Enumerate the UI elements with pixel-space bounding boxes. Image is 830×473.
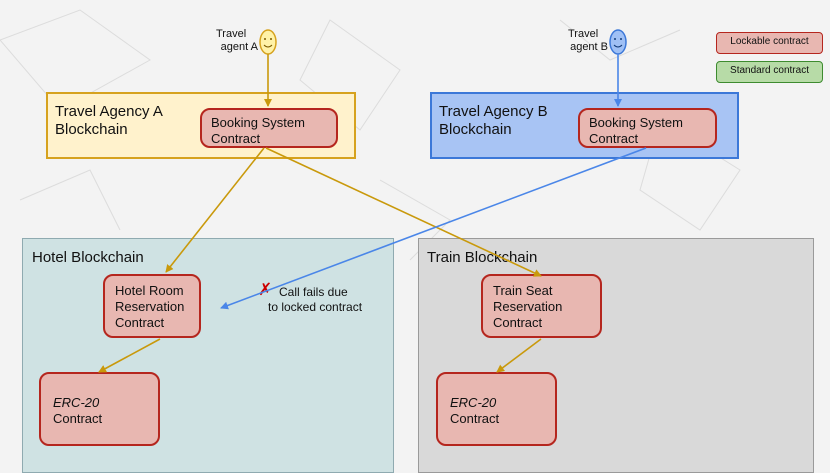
travel-agent-a-label: Travel agent A — [204, 28, 258, 54]
contract-label-line: Contract — [211, 131, 261, 146]
agent-label-line: Travel — [216, 28, 247, 40]
agent-label-line: agent A — [220, 41, 258, 53]
arrow-train-seat-to-erc20 — [496, 338, 542, 373]
hotel-blockchain-zone: Hotel Blockchain — [22, 238, 394, 473]
travel-agency-a-title: Travel Agency A Blockchain — [55, 103, 163, 139]
contract-label-line: Contract — [53, 411, 103, 426]
hotel-room-reservation-contract: Hotel Room Reservation Contract — [103, 274, 201, 338]
contract-label-line: Hotel Room — [115, 283, 184, 298]
contract-label-line: Reservation — [115, 299, 185, 314]
contract-label-line: Contract — [493, 315, 543, 330]
contract-label-line: Booking System — [589, 115, 683, 130]
legend-lockable-contract: Lockable contract — [716, 32, 823, 54]
zone-title-line: Travel Agency A — [55, 103, 163, 120]
arrow-hotel-room-to-erc20 — [98, 338, 161, 373]
booking-system-contract-a: Booking System Contract — [200, 108, 338, 148]
note-line: to locked contract — [268, 300, 363, 314]
agent-label-line: Travel — [568, 28, 599, 40]
call-fails-note: ✗ Call fails due to locked contract — [258, 280, 363, 315]
erc20-contract-train: ERC-20 Contract — [436, 372, 557, 446]
contract-label-line: Booking System — [211, 115, 305, 130]
contract-label-line: Contract — [589, 131, 639, 146]
zone-title-line: Travel Agency B — [439, 103, 548, 120]
zone-title-line: Blockchain — [439, 121, 512, 138]
travel-agent-b-smiley-icon — [609, 29, 627, 55]
agent-label-line: agent B — [570, 41, 608, 53]
contract-label-line: Contract — [450, 411, 500, 426]
arrow-booking-a-to-hotel-room — [165, 147, 265, 273]
hotel-blockchain-title: Hotel Blockchain — [32, 249, 144, 266]
zone-title-line: Blockchain — [55, 121, 128, 138]
fail-x-icon: ✗ — [258, 280, 273, 299]
contract-label-line: ERC-20 — [450, 395, 497, 410]
contract-label-line: Contract — [115, 315, 165, 330]
contract-label-line: Reservation — [493, 299, 563, 314]
erc20-contract-hotel: ERC-20 Contract — [39, 372, 160, 446]
travel-agency-b-title: Travel Agency B Blockchain — [439, 103, 548, 139]
contract-label-line: Train Seat — [493, 283, 553, 298]
legend-standard-contract: Standard contract — [716, 61, 823, 83]
contract-label-line: ERC-20 — [53, 395, 100, 410]
travel-agent-b-label: Travel agent B — [556, 28, 608, 54]
note-line: Call fails due — [279, 285, 348, 299]
arrow-booking-a-to-train-seat — [265, 147, 542, 277]
booking-system-contract-b: Booking System Contract — [578, 108, 717, 148]
travel-agent-a-smiley-icon — [259, 29, 277, 55]
arrow-booking-b-to-hotel-room — [220, 147, 647, 310]
